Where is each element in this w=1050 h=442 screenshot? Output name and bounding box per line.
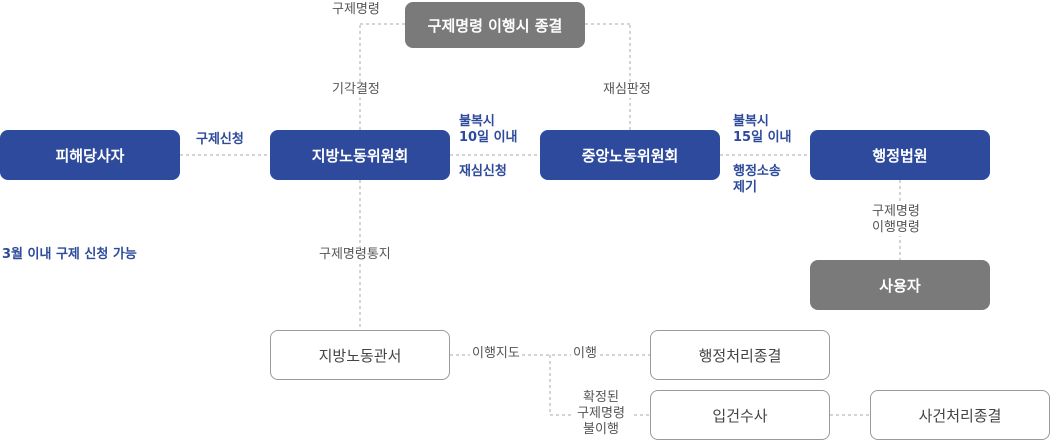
- reexamination-decision-label: 재심판정: [601, 82, 653, 98]
- dismissal-label: 기각결정: [330, 82, 382, 98]
- court-order-line2: 이행명령: [870, 220, 922, 236]
- appeal-15-line2: 15일 이내: [733, 130, 792, 145]
- administrative-court-node: 행정법원: [810, 130, 990, 180]
- court-order-line1: 구제명령: [870, 204, 922, 220]
- reexam-request-label: 재심신청: [459, 164, 507, 179]
- admin-suit-line1: 행정소송: [733, 164, 781, 179]
- central-labor-committee-node: 중앙노동위원회: [540, 130, 720, 180]
- victim-node: 피해당사자: [0, 130, 180, 180]
- admin-suit-line2: 제기: [733, 180, 757, 195]
- noncompliance-line2: 구제명령: [571, 406, 631, 422]
- appeal-15-line1: 불복시: [733, 114, 769, 129]
- case-close-node: 사건처리종결: [870, 390, 1050, 440]
- compliance-guidance-label: 이행지도: [470, 346, 522, 362]
- three-month-limit-note: 3월 이내 구제 신청 가능: [2, 247, 137, 262]
- appeal-10-line2: 10일 이내: [459, 130, 518, 145]
- investigation-node: 입건수사: [650, 390, 830, 440]
- admin-close-node: 행정처리종결: [650, 330, 830, 380]
- compliance-label: 이행: [571, 346, 599, 362]
- local-labor-office-node: 지방노동관서: [270, 330, 450, 380]
- remedy-order-label: 구제명령: [332, 2, 380, 17]
- local-labor-committee-node: 지방노동위원회: [270, 130, 450, 180]
- remedy-notice-label: 구제명령통지: [317, 247, 393, 263]
- remedy-request-label: 구제신청: [196, 132, 244, 147]
- employer-node: 사용자: [810, 260, 990, 310]
- appeal-10-line1: 불복시: [459, 114, 495, 129]
- remedy-completion-node: 구제명령 이행시 종결: [405, 2, 585, 48]
- noncompliance-line3: 불이행: [571, 422, 631, 438]
- noncompliance-line1: 확정된: [571, 390, 631, 406]
